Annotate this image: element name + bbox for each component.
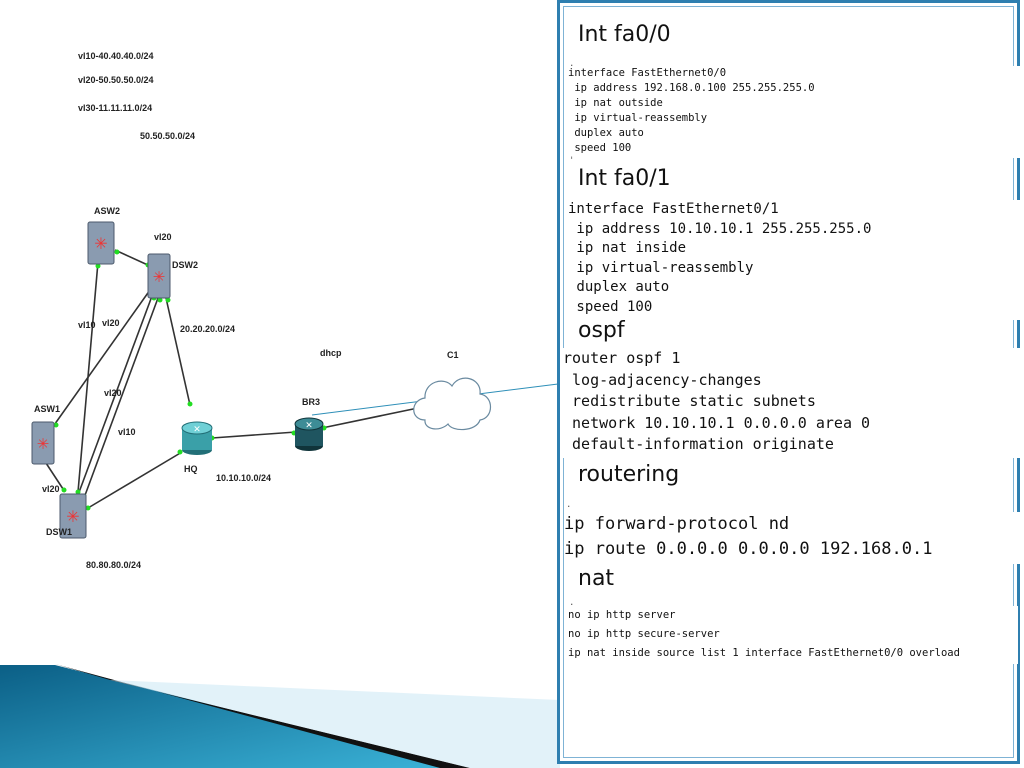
br3-router-icon: ✕ — [294, 417, 324, 451]
link-hq-br3 — [211, 431, 297, 439]
dsw2-vlan-label: vl20 — [154, 232, 172, 242]
dsw1-label: DSW1 — [46, 527, 72, 537]
asw2-switch-icon: ✳ — [87, 221, 115, 265]
link-endpoint-dots — [43, 249, 419, 511]
config-int-fa0-0: interface FastEthernet0/0 ip address 192… — [568, 66, 1020, 158]
link-dsw2-hq — [165, 297, 191, 406]
link-asw2-dsw2 — [114, 249, 151, 267]
link-dsw1-dsw2-a — [77, 295, 153, 496]
dsw1-switch-icon: ✳ — [59, 493, 87, 539]
svg-text:✳: ✳ — [153, 269, 166, 286]
cloud-label: C1 — [447, 350, 459, 360]
section-heading-routering: routering — [578, 462, 680, 487]
hq-router-icon: ✕ — [181, 421, 213, 455]
subnet-hq-br3-label: 10.10.10.0/24 — [216, 473, 271, 483]
asw2-v20-label: vl20 — [102, 318, 120, 328]
subnet-top-label: 50.50.50.0/24 — [140, 131, 195, 141]
asw1-label: ASW1 — [34, 404, 60, 414]
topology-links — [43, 249, 419, 509]
subnet-bottom-label: 80.80.80.0/24 — [86, 560, 141, 570]
vlan-note-20: vl20-50.50.50.0/24 — [78, 75, 154, 85]
vlan-note-30: vl30-11.11.11.0/24 — [78, 103, 152, 113]
link-asw1-dsw1 — [43, 459, 66, 493]
network-topology-diagram: ✳ ✳ ✳ ✳ ✕ ✕ vl10-40.40.40.0/24 vl20-50.5… — [31, 51, 559, 570]
section-heading-nat: nat — [578, 566, 615, 591]
config-ospf: router ospf 1 log-adjacency-changes redi… — [563, 348, 1020, 458]
link-asw1-dsw2 — [51, 289, 151, 429]
dsw2-switch-icon: ✳ — [147, 253, 171, 299]
asw2-v10-label: vl10 — [78, 320, 96, 330]
section-heading-int-fa0-1: Int fa0/1 — [578, 166, 671, 191]
asw1-switch-icon: ✳ — [31, 421, 55, 465]
svg-text:✕: ✕ — [193, 424, 201, 434]
cloud-icon — [413, 377, 492, 431]
svg-text:✳: ✳ — [66, 509, 79, 526]
link-dsw1-dsw2-b — [83, 297, 159, 499]
br3-label: BR3 — [302, 397, 320, 407]
svg-text:✳: ✳ — [94, 236, 107, 253]
subnet-dsw2-hq-label: 20.20.20.0/24 — [180, 324, 235, 334]
hq-label: HQ — [184, 464, 198, 474]
mid-v20-label: vl20 — [104, 388, 122, 398]
dhcp-label: dhcp — [320, 348, 342, 358]
mid-v10-label: vl10 — [118, 427, 136, 437]
vlan-note-10: vl10-40.40.40.0/24 — [78, 51, 154, 61]
asw1-v20-label: vl20 — [42, 484, 60, 494]
svg-text:✳: ✳ — [37, 436, 50, 453]
asw2-label: ASW2 — [94, 206, 120, 216]
link-br3-cloud — [321, 407, 419, 429]
dsw2-label: DSW2 — [172, 260, 198, 270]
section-heading-int-fa0-0: Int fa0/0 — [578, 22, 671, 47]
config-int-fa0-1: interface FastEthernet0/1 ip address 10.… — [568, 200, 1020, 320]
svg-text:✕: ✕ — [305, 420, 313, 430]
link-dsw1-hq — [87, 451, 183, 509]
decorative-ribbon — [0, 664, 560, 768]
section-heading-ospf: ospf — [578, 318, 625, 343]
